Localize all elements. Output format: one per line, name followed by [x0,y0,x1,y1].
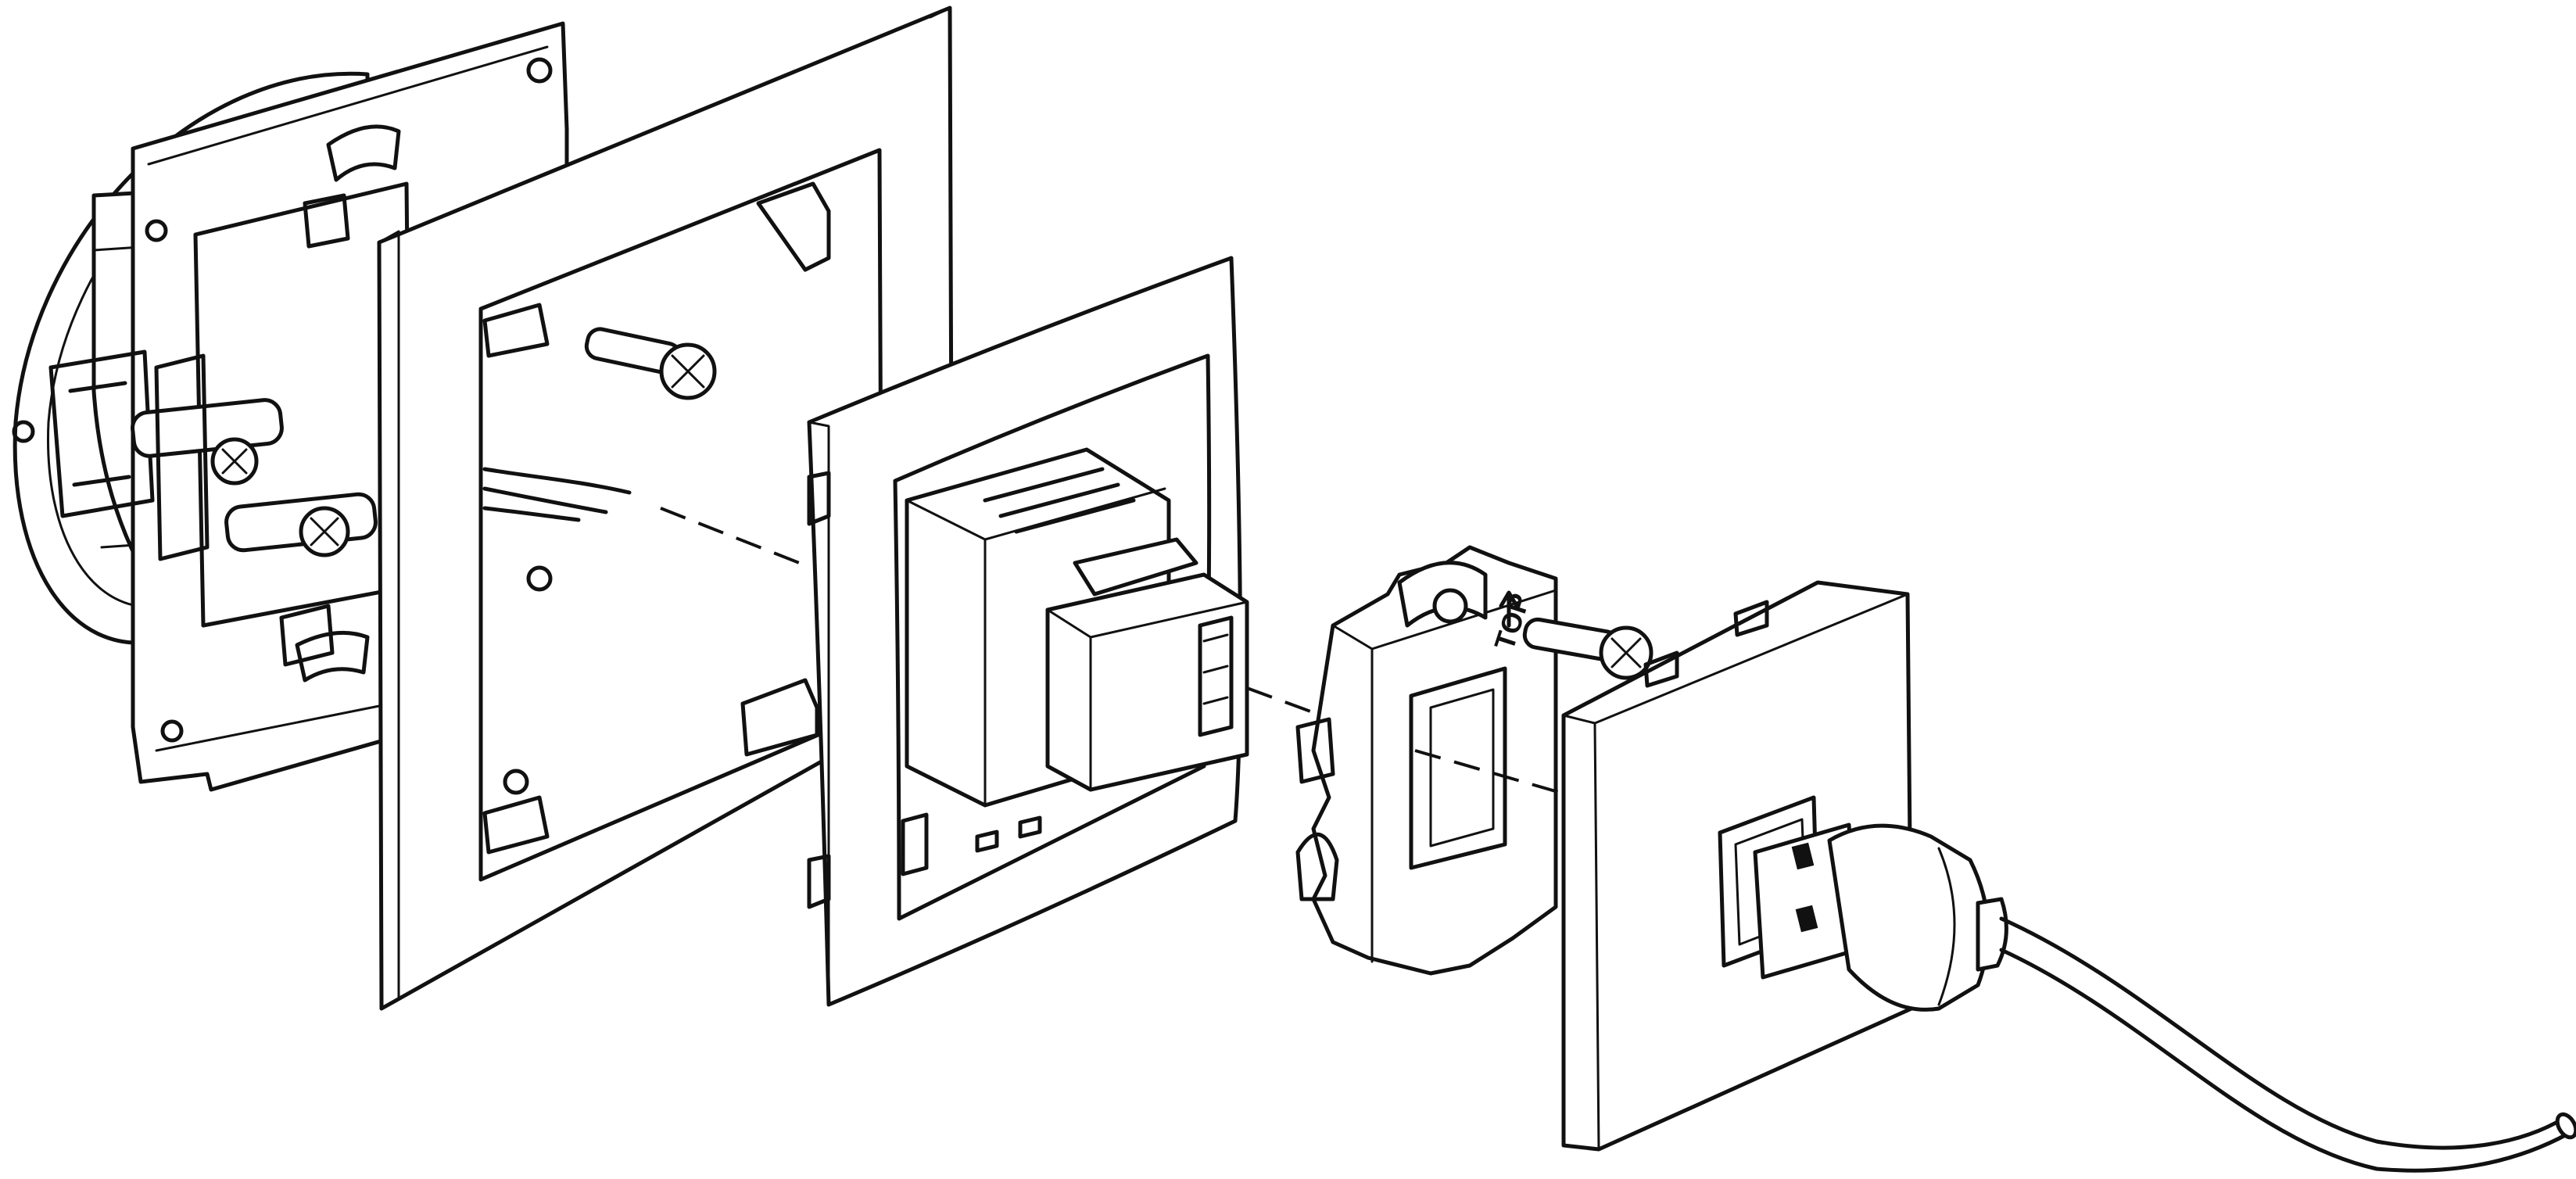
usb-cable [1999,916,2567,1150]
decorative-frame-with-socket-module [807,256,1249,1007]
jack-port-opening [1198,615,1234,737]
outer-cover-frame [377,5,955,1011]
usb-cable-plug [1753,822,2576,1173]
box-screw-hole [12,420,35,443]
assembly-axis [660,507,1564,795]
assembly-axis-line-2 [1246,686,1322,717]
assembly-axis-line-1 [660,507,810,568]
data-jack-housing [1045,572,1249,792]
assembly-axis-line-3 [1414,749,1564,795]
adapter-window [1409,666,1507,870]
module-adapter-plate: TOP [1295,545,1653,976]
adapter-screw-hole [1432,588,1468,624]
